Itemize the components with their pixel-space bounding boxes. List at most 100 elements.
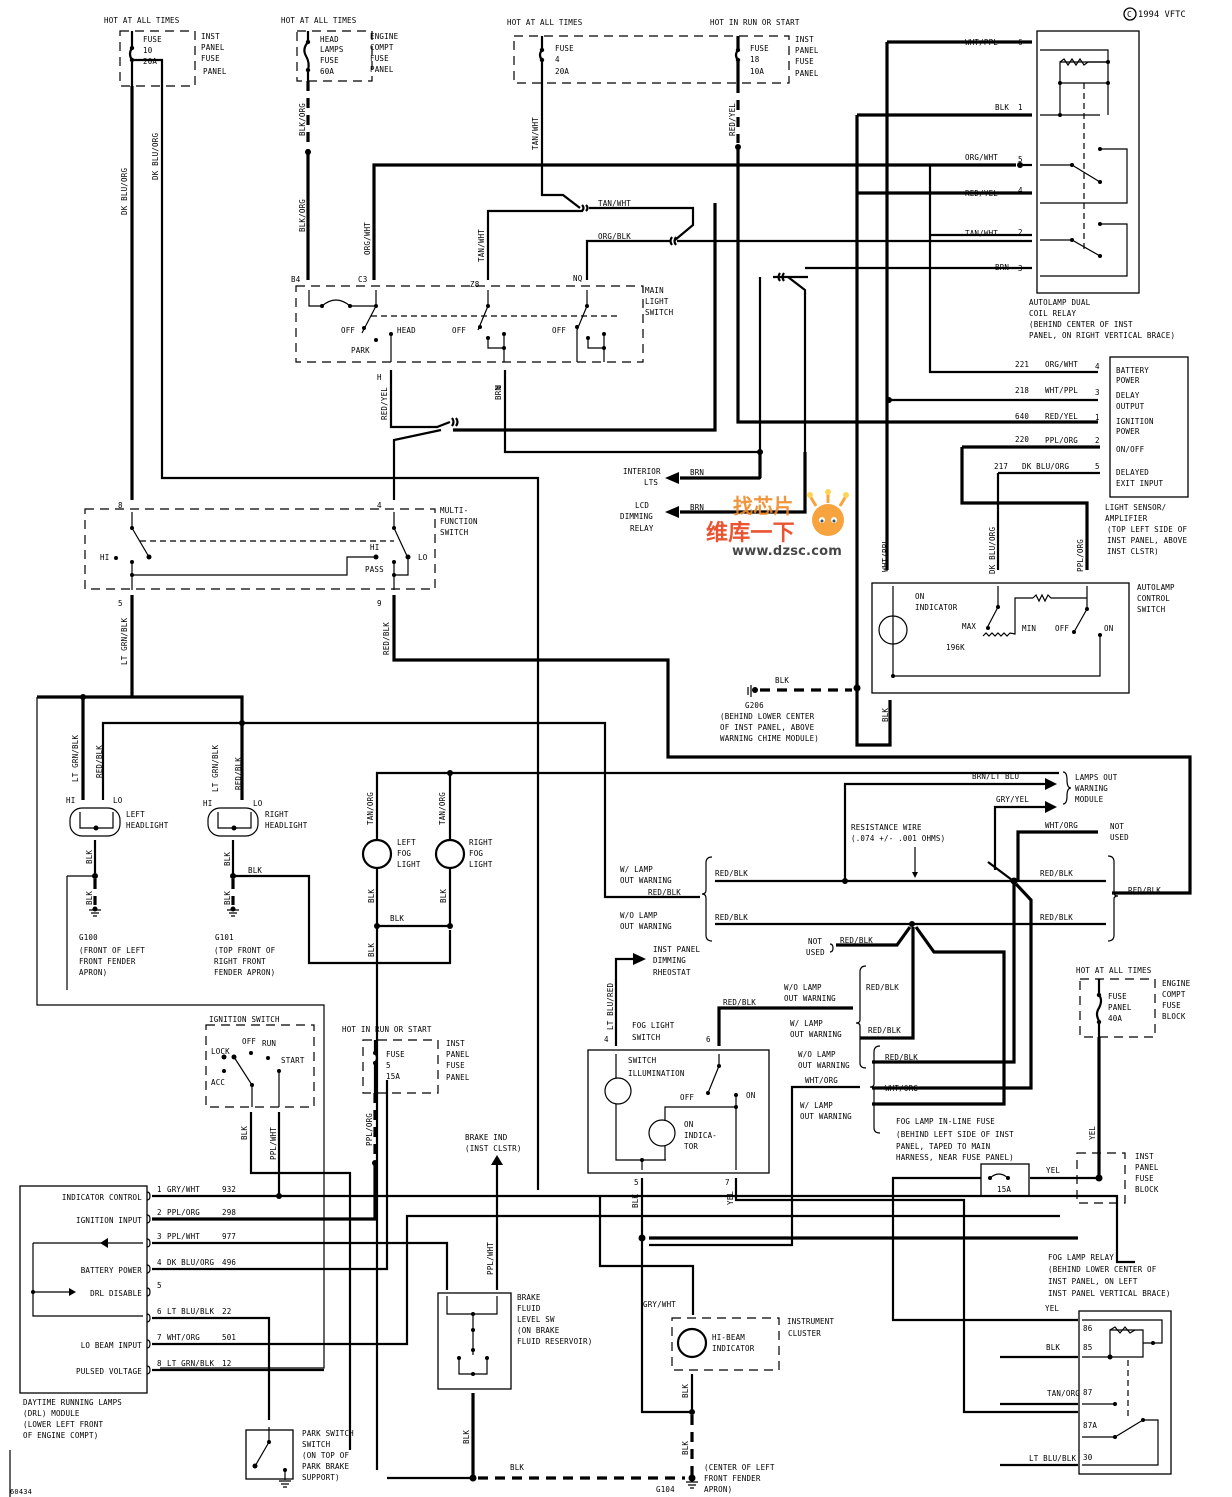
option-label: W/ LAMP: [800, 1101, 833, 1110]
relay-pin-label: 30: [1083, 1453, 1093, 1462]
relay-wire-label: BLK: [995, 103, 1009, 112]
drl-pin-number: 1: [157, 1185, 162, 1194]
not-used-label: NOT: [1110, 822, 1124, 831]
headlamps-fuse-name: LAMPS: [320, 45, 344, 54]
function-label: DELAYED: [1116, 468, 1149, 477]
option-label: W/O LAMP: [784, 983, 822, 992]
wire-label: PPL/WHT: [269, 1127, 278, 1160]
wire-label: DK BLU/ORG: [1022, 462, 1069, 471]
fuse-10-panel-label: PANEL: [201, 43, 225, 52]
fuse-header: HOT IN RUN OR START: [342, 1025, 432, 1034]
right-fog-lamp-icon: [434, 838, 466, 870]
fuse-10: HOT AT ALL TIMES FUSE 10 20A INST PANEL …: [104, 16, 227, 87]
mascot-icon: [807, 489, 849, 536]
pin-label: LO: [113, 796, 123, 805]
relay-pin-label: 2: [1018, 228, 1023, 237]
wire-label: GRY/WHT: [643, 1300, 676, 1309]
wire-label: BRN: [690, 468, 704, 477]
position-label: OFF: [680, 1093, 694, 1102]
function-label: DELAY: [1116, 391, 1140, 400]
module-label: WARNING: [1075, 784, 1108, 793]
wire-label: RED/BLK: [723, 998, 756, 1007]
connector-icon: [146, 1365, 151, 1375]
wire-label: TAN/WHT: [477, 229, 486, 262]
connector-icon: [146, 1191, 151, 1201]
wire-label: LT GRN/BLK: [120, 618, 129, 665]
function-label: ON/OFF: [1116, 445, 1145, 454]
drl-wire-label: WHT/ORG: [167, 1333, 200, 1342]
headlights: LT GRN/BLK RED/BLK LT GRN/BLK RED/BLK HI…: [36, 694, 700, 1369]
brake-fluid-switch: BRAKE IND (INST CLSTR) PPL/WHT BRAKE FLU…: [387, 1133, 685, 1482]
wire-label: DK BLU/ORG: [151, 133, 160, 180]
fuse-5: HOT IN RUN OR START FUSE 5 15A INST PANE…: [342, 1025, 470, 1166]
brake-ind-label: BRAKE IND: [465, 1133, 508, 1142]
fuse-rating: 40A: [1108, 1014, 1122, 1023]
wire-label: BLK: [462, 1430, 471, 1444]
headlamps-panel-label: ENGINE: [370, 32, 399, 41]
wire-label: BRN: [690, 503, 704, 512]
left-headlight-icon: [69, 807, 121, 837]
headlamps-panel-label: PANEL: [370, 65, 394, 74]
fuse-symbol-icon: [1095, 994, 1103, 1022]
headlamps-fuse-header: HOT AT ALL TIMES: [281, 16, 357, 25]
output-arrows: BRN INTERIOR LTS BRN LCD DIMMING RELAY: [620, 452, 807, 533]
circuit-number: 221: [1015, 360, 1029, 369]
option-label: W/ LAMP: [790, 1019, 823, 1028]
fog-light-label: FOG: [397, 849, 411, 858]
option-label: OUT WARNING: [790, 1030, 842, 1039]
headlight-label: LEFT: [126, 810, 145, 819]
ground-g206: BLK G206 (BEHIND LOWER CENTER OF INST PA…: [720, 676, 861, 743]
fuse-18-number: 18: [750, 55, 760, 64]
fuse-4-18-panel: HOT AT ALL TIMES HOT IN RUN OR START FUS…: [507, 18, 819, 84]
wire-label: TAN/WHT: [531, 117, 540, 150]
fuse-number: 5: [386, 1061, 391, 1070]
wire-label: BLK: [223, 891, 232, 905]
relay-pin-label: 87A: [1083, 1421, 1097, 1430]
arrow-up-icon: [491, 1155, 503, 1165]
position-label: HI: [370, 543, 379, 552]
drl-pin-number: 8: [157, 1359, 162, 1368]
ground-id: G206: [745, 701, 764, 710]
wire-label: RED/YEL: [380, 387, 389, 420]
pin-label: 5: [118, 599, 123, 608]
svg-text:C: C: [1127, 10, 1132, 19]
pin-label: 6: [706, 1035, 711, 1044]
rheostat-label: RHEOSTAT: [653, 968, 691, 977]
pin-label: 1: [1095, 413, 1100, 422]
switch-label: CONTROL: [1137, 594, 1170, 603]
ground-desc: FENDER APRON): [214, 968, 275, 977]
output-label: INTERIOR: [623, 467, 661, 476]
switch-label: SWITCH: [440, 528, 469, 537]
wire-label: YEL: [1046, 1166, 1060, 1175]
ground-icon: [279, 1480, 291, 1488]
main-light-switch: MAIN LIGHT SWITCH B4 C3 Z8 NQ OFF PARK H…: [291, 274, 763, 500]
relay-label: FOG LAMP RELAY: [1048, 1253, 1114, 1262]
switch-label: PARK BRAKE: [302, 1462, 349, 1471]
headlight-label: RIGHT: [265, 810, 289, 819]
module-label: DAYTIME RUNNING LAMPS: [23, 1398, 122, 1407]
fog-light-label: RIGHT: [469, 838, 493, 847]
pin-label: HI: [66, 796, 75, 805]
position-label: OFF: [552, 326, 566, 335]
illumination-label: SWITCH: [628, 1056, 657, 1065]
drl-pin-number: 6: [157, 1307, 162, 1316]
connector-icon: [146, 1287, 151, 1297]
not-used-label: USED: [1110, 833, 1129, 842]
switch-label: FOG LIGHT: [632, 1021, 675, 1030]
wire-label: LT GRN/BLK: [71, 735, 80, 782]
illumination-lamp-icon: [604, 1077, 632, 1105]
module-label: OF ENGINE COMPT): [23, 1431, 98, 1440]
switch-label: FUNCTION: [440, 517, 478, 526]
pin-label: R: [493, 385, 502, 390]
wire-label: WHT/PPL: [1045, 386, 1078, 395]
position-label: LO: [418, 553, 428, 562]
fuse-panel-label: PANEL: [446, 1073, 470, 1082]
wire-label: ORG/BLK: [598, 232, 631, 241]
connector-icon: [146, 1264, 151, 1274]
headlamps-fuse-name: FUSE: [320, 56, 339, 65]
relay-wire-label: YEL: [1045, 1304, 1059, 1313]
position-label: ON: [746, 1091, 755, 1100]
resistance-label: 196K: [946, 643, 965, 652]
not-used-label: NOT: [808, 937, 822, 946]
